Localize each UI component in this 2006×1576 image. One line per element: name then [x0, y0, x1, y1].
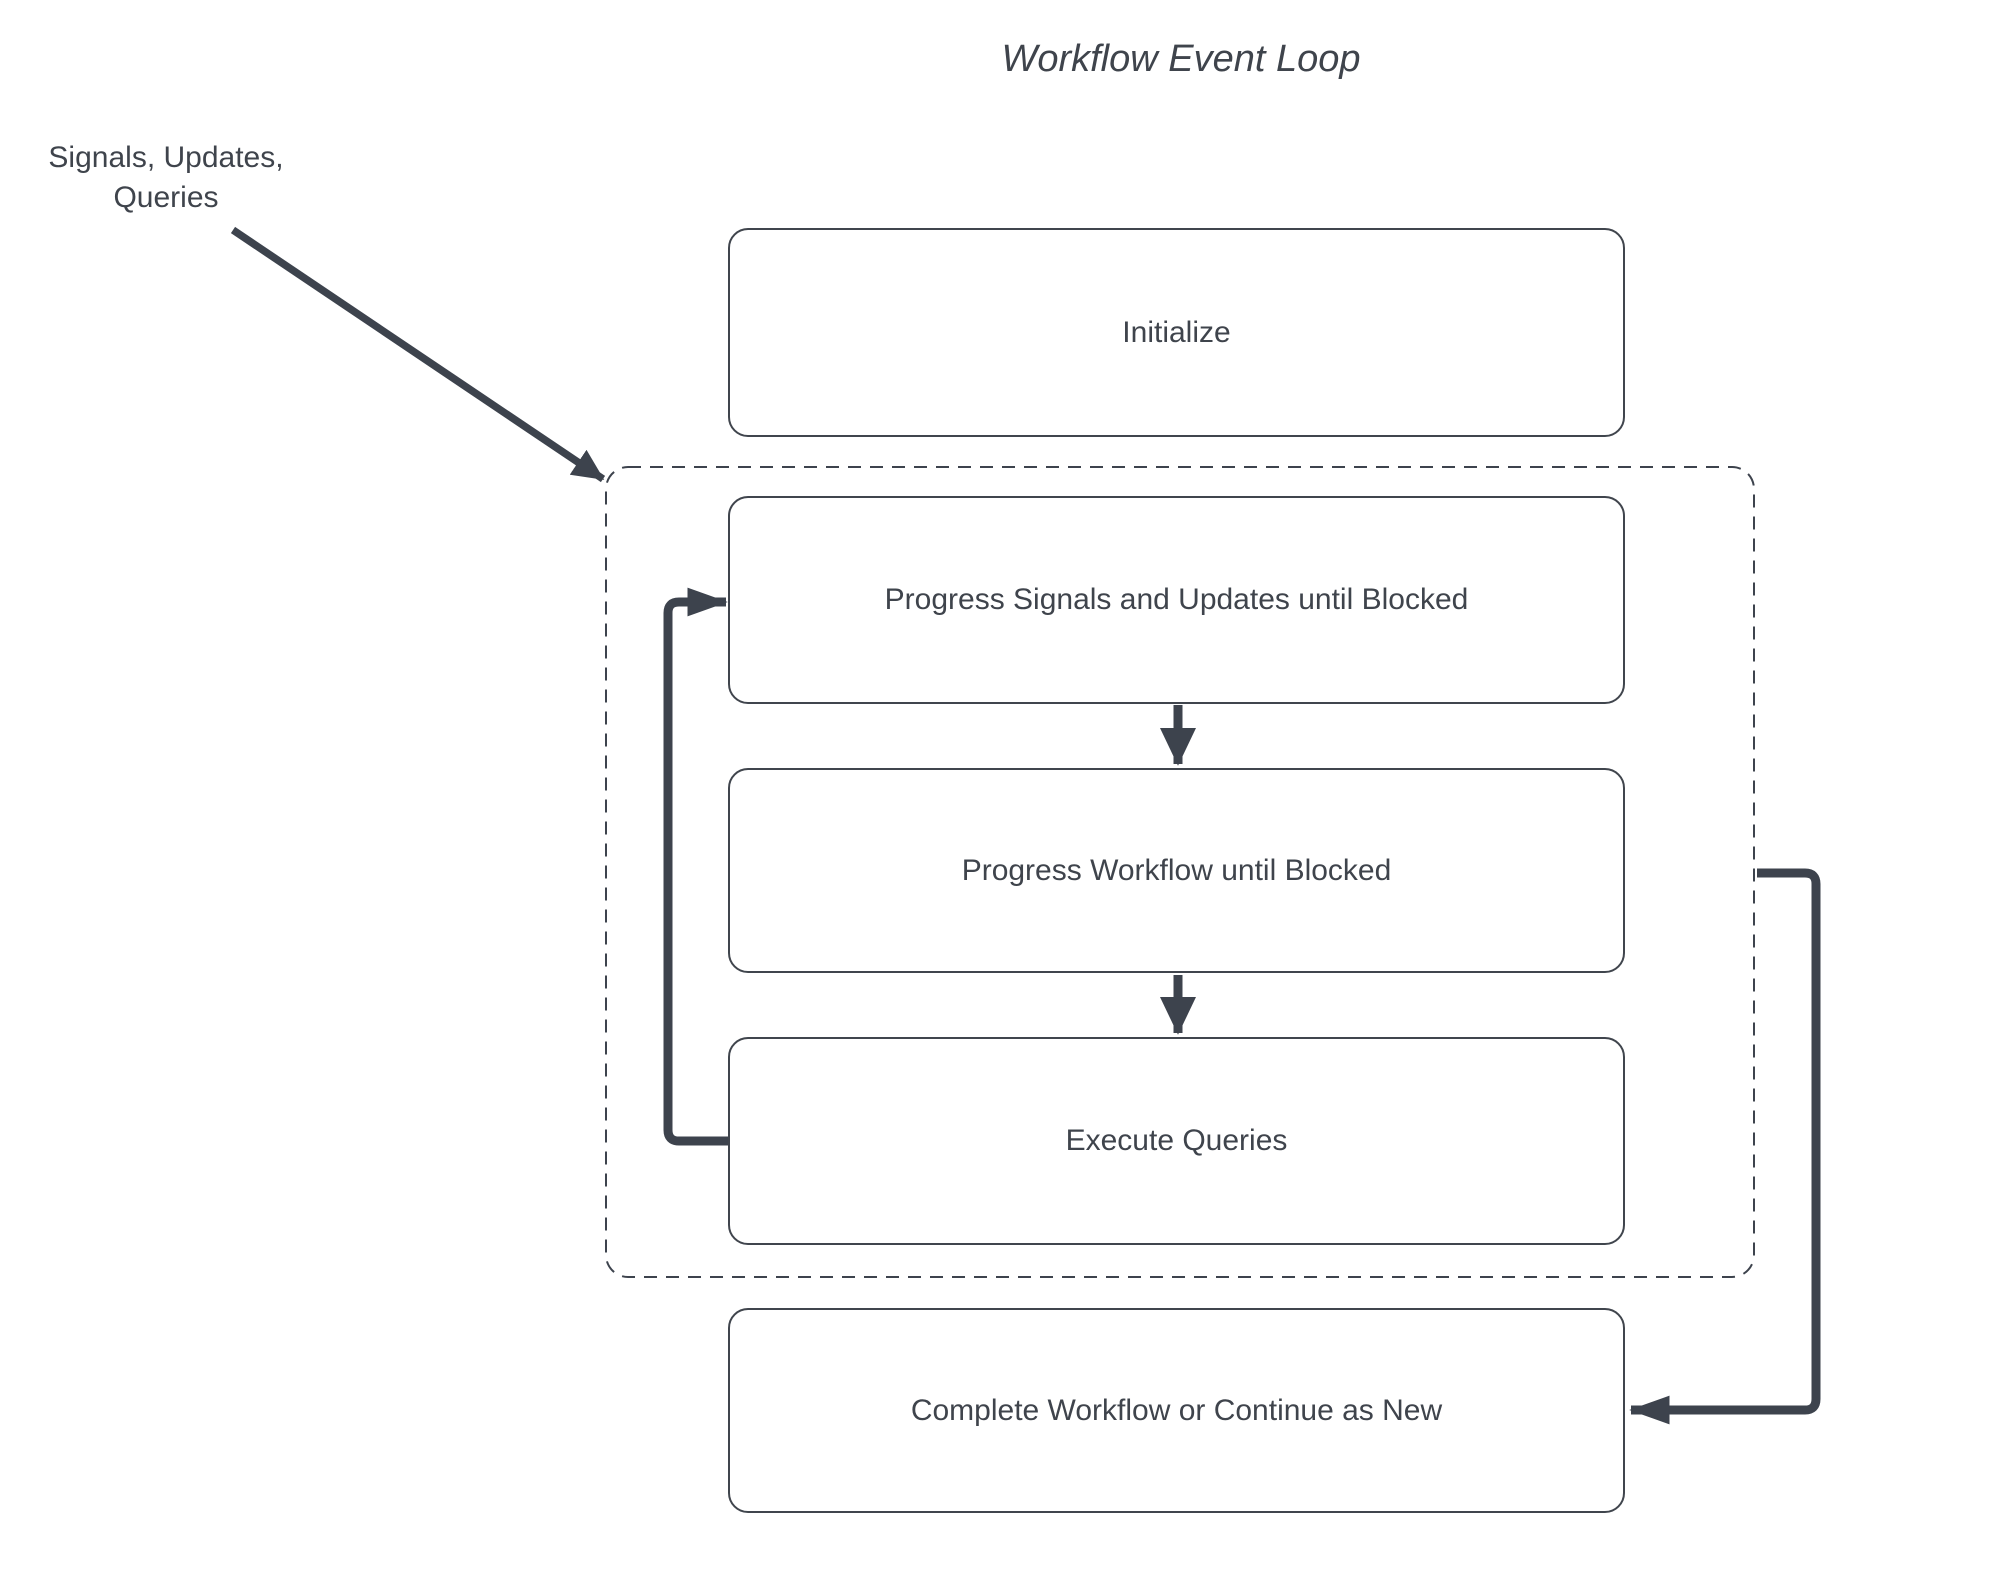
annotation-line-2: Queries	[113, 181, 219, 214]
node-progress-workflow: Progress Workflow until Blocked	[728, 768, 1625, 973]
annotation-line-1: Signals, Updates,	[48, 141, 284, 174]
page-title: Workflow Event Loop	[1001, 38, 1361, 80]
arrow-event-loop-to-complete-workflow	[1629, 868, 1821, 1425]
signals-updates-queries-annotation: Signals, Updates, Queries	[16, 138, 316, 218]
node-progress-workflow-label: Progress Workflow until Blocked	[961, 853, 1392, 887]
node-complete-or-continue-label: Complete Workflow or Continue as New	[910, 1393, 1443, 1427]
node-initialize: Initialize	[728, 228, 1625, 437]
arrow-execute-queries-loop-to-progress-signals	[663, 587, 730, 1146]
node-progress-signals-updates: Progress Signals and Updates until Block…	[728, 496, 1625, 704]
node-progress-signals-updates-label: Progress Signals and Updates until Block…	[884, 583, 1469, 616]
node-initialize-label: Initialize	[1122, 315, 1231, 349]
arrow-signals-updates-queries-to-event-loop	[230, 226, 606, 483]
node-execute-queries-label: Execute Queries	[1065, 1124, 1288, 1157]
node-execute-queries: Execute Queries	[728, 1037, 1625, 1245]
event-loop-dashed-boundary	[605, 466, 1755, 1278]
node-complete-or-continue: Complete Workflow or Continue as New	[728, 1308, 1625, 1513]
